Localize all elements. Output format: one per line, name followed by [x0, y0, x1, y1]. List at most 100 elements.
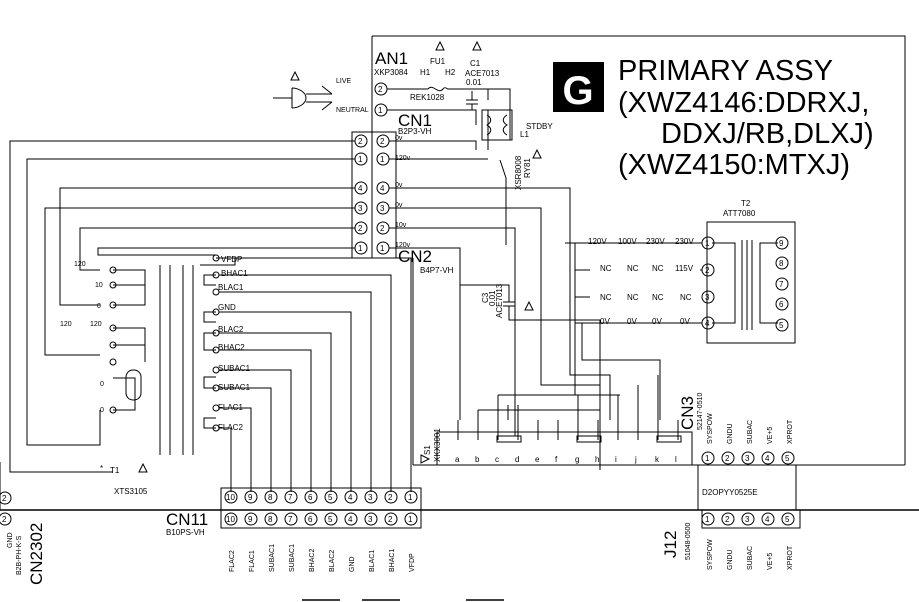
cn11-signal-1: FLAC1 — [249, 550, 256, 572]
t1-tap-3: 120 — [60, 321, 72, 328]
cn11-pin-circle — [344, 490, 358, 504]
cn11-signal-7: BLAC1 — [369, 550, 376, 572]
t1-tap-4: 120 — [90, 321, 102, 328]
cn11-pin-circle — [364, 512, 378, 526]
t2-ref: T2 — [741, 199, 751, 208]
cn11-pin-circle — [364, 490, 378, 504]
j12-signal-2: SUBAC — [747, 546, 754, 570]
s1-term-e: e — [535, 455, 540, 464]
section-badge — [553, 62, 604, 112]
cn2302-part: B2B-PH-K-S — [16, 535, 23, 575]
cn2302-pin-bottom: 2 — [2, 515, 7, 524]
s1-term-h: h — [595, 455, 599, 464]
an1-block: AN1 XKP3084 H1 H2 FU1 REK1028 C1 ACE7013… — [374, 40, 553, 245]
t1-tap-6: 0 — [100, 407, 104, 414]
cn11-pin-circle — [224, 490, 238, 504]
cn1-pin-2: 2 — [380, 137, 385, 146]
relay-part: XSR8008 — [514, 155, 523, 190]
s1-term-a: a — [455, 455, 460, 464]
an1-part: XKP3084 — [374, 68, 408, 77]
warning-icon — [420, 454, 431, 464]
cn11-pin-number: 9 — [248, 493, 253, 502]
s1-selector: S1 XKX3001 a b c d e f g h i j k l — [420, 375, 693, 466]
cn2302-ref: CN2302 — [27, 523, 46, 585]
cn2-ref: CN2 — [398, 247, 432, 266]
cn11-pin-number: 7 — [288, 493, 293, 502]
cn11-pin-number: 6 — [308, 515, 313, 524]
cn11-pin-number: 4 — [348, 515, 353, 524]
t2-part: ATT7080 — [723, 209, 756, 218]
cn2-volt-2: 10v — [395, 222, 407, 229]
t2-pin-7: 7 — [779, 280, 784, 289]
cn11-signal-0: FLAC2 — [229, 550, 236, 572]
t2-tap-0-0: 120V — [588, 237, 607, 246]
warning-icon — [472, 40, 482, 51]
cn3-signal-4: XPROT — [787, 419, 794, 444]
t1-wire-blac2: BLAC2 — [218, 325, 244, 334]
s1-term-g: g — [575, 455, 579, 464]
warning-icon — [290, 70, 300, 81]
left-pin-b-1: 1 — [358, 244, 363, 253]
warning-icon — [435, 40, 445, 51]
cn11-pin-circle — [284, 512, 298, 526]
j12-signal-4: XPROT — [787, 545, 794, 570]
cn11-pin-circle — [244, 512, 258, 526]
cn3-pin-4: 4 — [765, 454, 770, 463]
cn11-part: B10PS-VH — [166, 528, 205, 537]
cn11-pin-circle — [324, 490, 338, 504]
t2-tap-2-1: NC — [627, 293, 639, 302]
cn1-connector: CN1 B2P3-VH 2 1 0v 120v 2 1 — [354, 111, 488, 166]
fuse-ref: FU1 — [430, 57, 446, 66]
warning-icon — [524, 300, 534, 311]
cn3-pin-5: 5 — [785, 454, 790, 463]
cn3-signal-0: SYSPOW — [707, 413, 714, 444]
t2-tap-1-2: NC — [652, 264, 664, 273]
cn11-pin-circle — [224, 512, 238, 526]
cn11-pin-number: 3 — [368, 515, 373, 524]
t2-tap-0-2: 230V — [646, 237, 665, 246]
s1-term-b: b — [475, 455, 480, 464]
t2-tap-1-0: NC — [600, 264, 612, 273]
t1-secondary: VFDP BHAC1 BLAC1 GND BLAC2 BHAC2 SUBAC1 … — [200, 254, 412, 492]
t1-transformer: 120 10 0 120 120 0 0 * T1 XTS3105 — [60, 261, 194, 496]
cn11-pin-circle — [284, 490, 298, 504]
title-line-3: DDXJ/RB,DLXJ) — [661, 118, 874, 150]
j12-signal-1: GNDU — [727, 549, 734, 570]
s1-term-d: d — [515, 455, 519, 464]
cn11-signal-2: SUBAC1 — [269, 544, 276, 572]
t1-feed-wires — [9, 140, 355, 473]
cn11-pin-number: 5 — [328, 515, 333, 524]
cn11-pin-circle — [304, 490, 318, 504]
j12-signal-3: VE+5 — [767, 553, 774, 570]
cn2-volt-3: 120v — [395, 242, 411, 249]
j12-pin-2: 2 — [725, 515, 730, 524]
cn11-pin-number: 7 — [288, 515, 293, 524]
t1-wire-bhac2: BHAC2 — [218, 343, 245, 352]
cn11-pin-circle — [264, 512, 278, 526]
t2-pin-5: 5 — [779, 321, 784, 330]
cn11-pin-circle — [384, 490, 398, 504]
s1-term-k: k — [655, 455, 660, 464]
relay-ry81 — [499, 159, 507, 245]
cn1-part: B2P3-VH — [398, 127, 432, 136]
section-badge-letter: G — [562, 69, 593, 113]
fuse-symbol — [427, 86, 449, 92]
t2-tap-1-1: NC — [627, 264, 639, 273]
cn11-pin-circle — [244, 490, 258, 504]
j12-pin-3: 3 — [745, 515, 750, 524]
title-line-4: (XWZ4150:MTXJ) — [618, 149, 850, 181]
s1-term-l: l — [675, 455, 677, 464]
j12-part: 51048-0500 — [685, 523, 692, 560]
cn2302-pin-top: 2 — [2, 494, 7, 503]
c1-ref: C1 — [470, 59, 481, 68]
title-block: G PRIMARY ASSY (XWZ4146:DDRXJ, DDXJ/RB,D… — [553, 55, 874, 181]
t2-tap-3-2: 0V — [652, 317, 662, 326]
cn11-pin-circle — [404, 490, 418, 504]
t1-wire-subac1a: SUBAC1 — [218, 364, 251, 373]
c3-capacitor: C3 0.01 ACE7013 — [460, 283, 601, 470]
cn11-pin-number: 3 — [368, 493, 373, 502]
cn11-signal-3: SUBAC1 — [289, 544, 296, 572]
relay-ref: RY81 — [523, 158, 532, 178]
